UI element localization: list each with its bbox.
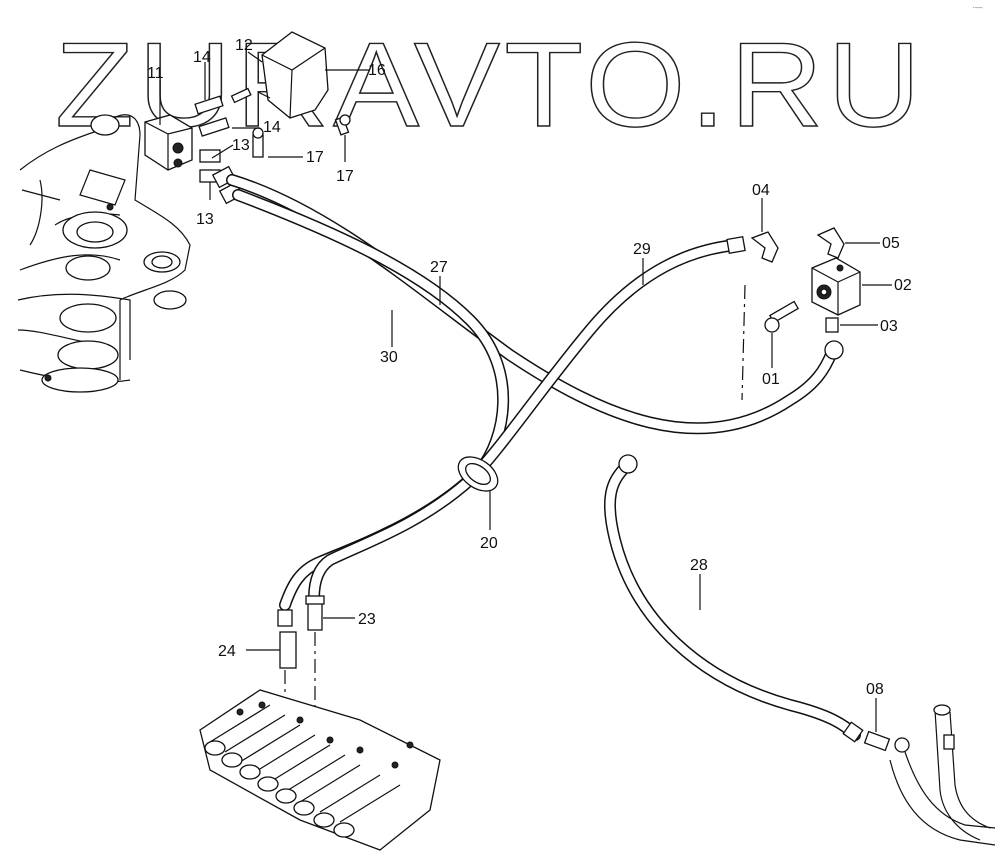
hose-29 (308, 239, 741, 604)
hose-27 (226, 174, 838, 435)
bolt-01 (764, 300, 800, 333)
fitting-24 (277, 609, 297, 669)
label-14a: 14 (193, 49, 211, 66)
label-01: 01 (762, 371, 780, 388)
label-14b: 14 (263, 119, 281, 136)
hose-end-nuts (618, 235, 864, 743)
block-11 (144, 114, 193, 171)
label-23: 23 (358, 611, 376, 628)
label-12: 12 (235, 37, 253, 54)
label-17a: 17 (306, 149, 324, 166)
label-03: 03 (880, 318, 898, 335)
pipes-right (889, 704, 995, 846)
label-17b: 17 (336, 168, 354, 185)
clamp-20 (457, 456, 499, 492)
label-08: 08 (866, 681, 884, 698)
watermark: ZURAVTO.RU (55, 18, 925, 152)
label-30: 30 (380, 349, 398, 366)
cover-12-16 (252, 31, 351, 158)
label-02: 02 (894, 277, 912, 294)
label-05: 05 (882, 235, 900, 252)
fitting-08 (863, 730, 910, 753)
leader-lines (159, 51, 892, 732)
elbow-04 (750, 231, 779, 263)
label-04: 04 (752, 182, 770, 199)
label-29: 29 (633, 241, 651, 258)
label-28: 28 (690, 557, 708, 574)
label-20: 20 (480, 535, 498, 552)
label-24: 24 (218, 643, 236, 660)
label-11: 11 (147, 65, 164, 82)
label-13b: 13 (196, 211, 214, 228)
swing-frame-assembly (17, 114, 191, 393)
label-16: 16 (368, 62, 386, 79)
part-labels: 11 14 12 16 14 13 13 17 17 27 30 29 04 0… (147, 37, 912, 698)
block-02 (811, 257, 861, 316)
hose-28 (603, 459, 861, 741)
label-13a: 13 (232, 137, 250, 154)
elbow-05 (816, 227, 845, 259)
label-27: 27 (430, 259, 448, 276)
fitting-23 (305, 595, 325, 631)
fitting-03 (825, 317, 839, 333)
control-valve (199, 689, 441, 851)
corner-mark: ·— (972, 3, 983, 12)
